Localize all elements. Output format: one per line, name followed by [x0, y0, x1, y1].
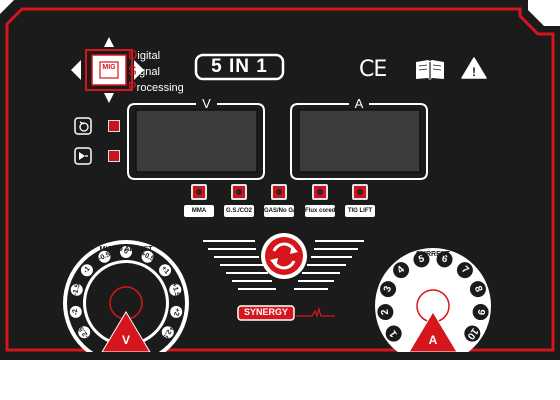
- voltage-display-frame: [127, 103, 265, 180]
- synergy-knob[interactable]: [261, 233, 307, 279]
- micro-adjust-tick-label: -1: [82, 266, 91, 275]
- current-pointer-label: A: [428, 333, 438, 347]
- current-display-title: A: [354, 96, 364, 111]
- current-tick-bg: [456, 262, 473, 279]
- current-tick-bg: [413, 251, 430, 268]
- chevron-stripes: [203, 240, 364, 290]
- synergy-label: SYNERGY: [243, 307, 288, 317]
- current-display-frame: [290, 103, 428, 180]
- current-tick-label: 4: [395, 264, 407, 276]
- mode-button-mma[interactable]: [191, 184, 207, 200]
- micro-adjust-tick-label: +1.5: [170, 282, 180, 297]
- current-tick-label: 1: [387, 328, 399, 339]
- micro-adjust-tick-label: +1: [160, 265, 171, 276]
- current-tick-label: 3: [382, 284, 394, 293]
- gas-check-button[interactable]: [108, 120, 120, 132]
- current-tick-label: 6: [441, 253, 449, 265]
- warning-glyph: !: [472, 65, 476, 79]
- current-tick-bg: [436, 251, 453, 268]
- gas-bottle-icon: [74, 117, 92, 135]
- panel-bottom-edge: [0, 352, 560, 360]
- micro-adjust-tick-label: -2: [72, 308, 80, 315]
- micro-adjust-tick-bg: [78, 326, 91, 339]
- panel-red-border: [5, 7, 555, 352]
- current-tick-label: 8: [472, 285, 484, 294]
- manual-book-icon: [416, 60, 444, 80]
- voltage-screen: [135, 109, 258, 173]
- micro-adjust-tick-bg: [170, 305, 183, 318]
- current-tick-bg: [377, 304, 394, 321]
- mode-label-gas-co2: G.S./CO2: [224, 205, 254, 217]
- current-tick-bg: [393, 262, 410, 279]
- current-tick-bg: [385, 325, 402, 342]
- current-tick-label: 5: [417, 253, 425, 265]
- micro-adjust-tick-bg: [159, 264, 172, 277]
- brand-line-3: Processing: [128, 79, 184, 94]
- micro-adjust-tick-bg: [69, 305, 82, 318]
- micro-adjust-tick-label: -0.5: [98, 251, 112, 262]
- mode-button-tig-lift[interactable]: [352, 184, 368, 200]
- micro-adjust-pointer-label: V: [121, 333, 130, 347]
- five-in-one-badge: 5 IN 1: [211, 56, 268, 77]
- mode-button-gas-co2[interactable]: [231, 184, 247, 200]
- micro-adjust-tick-bg: [141, 250, 154, 263]
- badge-outline: [194, 53, 285, 81]
- current-tick-label: 9: [475, 309, 487, 316]
- micro-adjust-tick-bg: [161, 326, 174, 339]
- brand-line-1: Digital: [128, 47, 161, 62]
- micro-adjust-title: MICRO ADJUST: [99, 246, 153, 253]
- current-tick-bg: [380, 281, 397, 298]
- logo-chip-text: MIG: [102, 64, 116, 71]
- brand-line-2: Signal: [128, 63, 160, 78]
- mode-label-tig-lift: TIG LIFT: [345, 205, 375, 217]
- voltage-display-title: V: [202, 96, 211, 111]
- micro-adjust-tick-label: 0: [124, 249, 128, 256]
- micro-adjust-tick-bg: [120, 246, 132, 258]
- micro-adjust-tick-bg: [80, 264, 93, 277]
- micro-adjust-tick-bg: [70, 283, 83, 296]
- mode-label-mma: MMA: [184, 205, 214, 217]
- current-knob-title: CURRENT: [415, 251, 451, 258]
- warning-triangle-icon: [461, 57, 487, 79]
- mode-button-flux-cored[interactable]: [312, 184, 328, 200]
- torch-trigger-icon: [74, 147, 92, 165]
- current-tick-label: 2: [380, 308, 392, 315]
- current-tick-label: 7: [459, 264, 471, 276]
- current-screen: [298, 109, 421, 173]
- micro-adjust-tick-label: +2: [172, 307, 180, 316]
- current-tick-bg: [464, 325, 481, 342]
- micro-adjust-tick-bg: [98, 250, 111, 263]
- micro-adjust-tick-label: -1.5: [72, 283, 82, 297]
- current-tick-bg: [469, 281, 486, 298]
- dsp-logo: [71, 37, 144, 103]
- wire-inch-button[interactable]: [108, 150, 120, 162]
- micro-adjust-tick-bg: [169, 283, 182, 296]
- current-tick-bg: [472, 304, 489, 321]
- ce-mark: CE: [359, 57, 387, 82]
- arc-squiggle-icon: [296, 306, 335, 319]
- mode-button-gas-nogas[interactable]: [271, 184, 287, 200]
- synergy-badge: [237, 305, 295, 321]
- mode-label-gas-nogas: GAS/No Gas: [264, 205, 294, 217]
- micro-adjust-knob[interactable]: [63, 240, 189, 360]
- mode-label-flux-cored: Flux cored: [305, 205, 335, 217]
